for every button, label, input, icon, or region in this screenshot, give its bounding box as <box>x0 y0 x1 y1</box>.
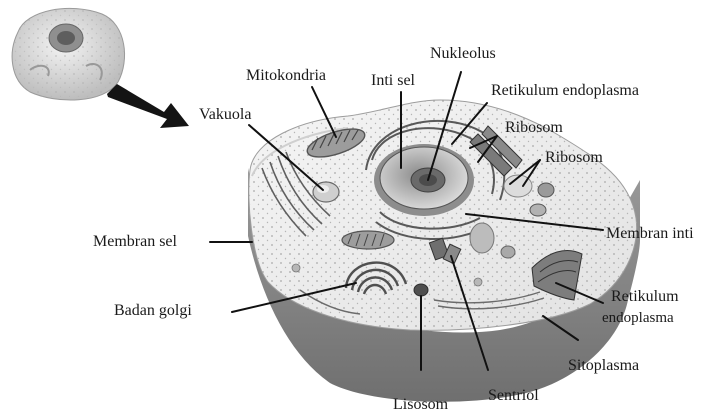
lysosome <box>414 284 428 296</box>
vesicle-dot-2 <box>474 278 482 286</box>
label-membran-sel: Membran sel <box>93 233 177 250</box>
label-retikulum-right-line2: endoplasma <box>602 310 674 327</box>
label-badan-golgi: Badan golgi <box>114 302 192 319</box>
label-vakuola: Vakuola <box>199 106 251 123</box>
small-cell-thumbnail <box>12 8 124 100</box>
label-sitoplasma: Sitoplasma <box>568 357 639 374</box>
mitochondrion-center <box>342 231 394 249</box>
nucleus <box>374 144 474 216</box>
label-retikulum-right-line1: Retikulum <box>611 288 679 305</box>
label-inti-sel: Inti sel <box>371 72 415 89</box>
label-membran-inti: Membran inti <box>606 225 694 242</box>
vesicle-center <box>470 223 494 253</box>
label-lisosom: Lisosom <box>393 396 448 413</box>
vesicle-small-2 <box>530 204 546 216</box>
label-sentriol: Sentriol <box>488 387 539 404</box>
label-ribosom-1: Ribosom <box>505 119 563 136</box>
label-ribosom-2: Ribosom <box>545 149 603 166</box>
label-retikulum-endoplasma-top: Retikulum endoplasma <box>491 82 639 99</box>
label-mitokondria: Mitokondria <box>246 67 326 84</box>
vesicle-small <box>538 183 554 197</box>
vesicle-center-small <box>501 246 515 258</box>
label-nukleolus: Nukleolus <box>430 45 496 62</box>
vesicle-dot <box>292 264 300 272</box>
pointer-arrow-icon <box>107 84 189 128</box>
